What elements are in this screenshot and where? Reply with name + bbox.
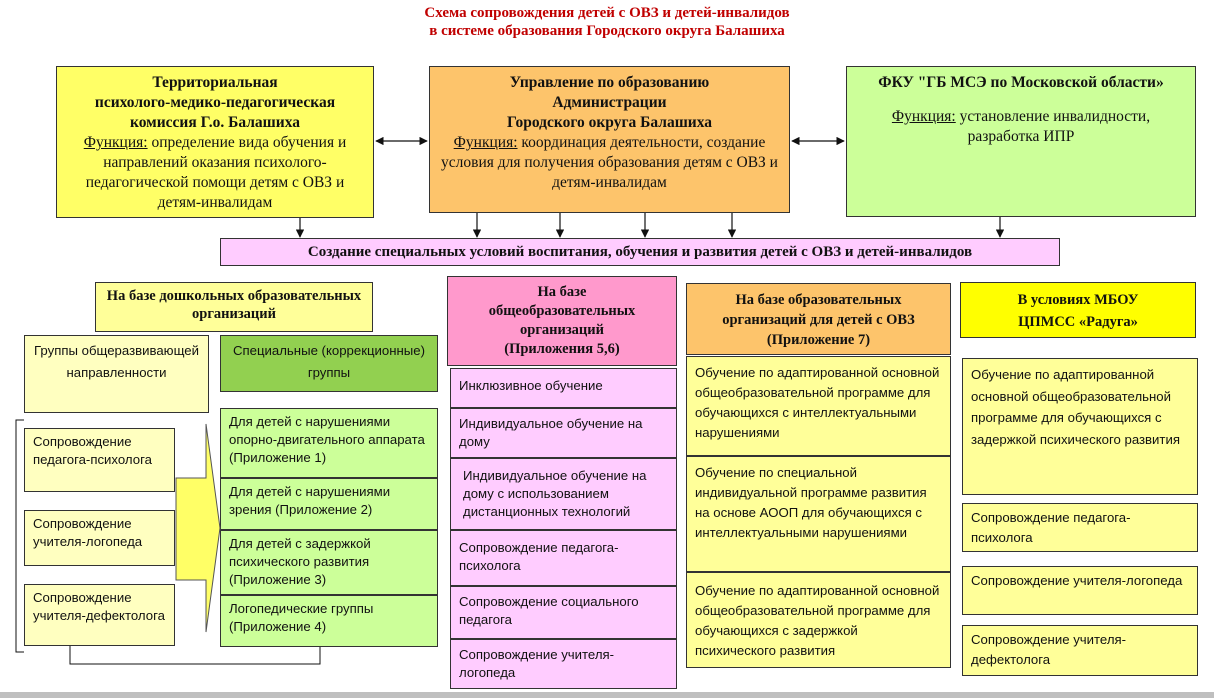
support-bracket bbox=[15, 419, 24, 653]
title-line-1: Схема сопровождения детей с ОВЗ и детей-… bbox=[424, 5, 790, 21]
general-ed-header-4: (Приложения 5,6) bbox=[504, 341, 620, 357]
admin-name-2: Администрации bbox=[552, 94, 667, 111]
ovz-org-header-2: организаций для детей с ОВЗ bbox=[722, 312, 915, 328]
raduga-header: В условиях МБОУ ЦПМСС «Радуга» bbox=[960, 282, 1196, 338]
pmpk-name-2: психолого-медико-педагогическая bbox=[94, 94, 336, 111]
preschool-header: На базе дошкольных образовательных орган… bbox=[95, 282, 373, 332]
admin-box: Управление по образованию Администрации … bbox=[429, 66, 790, 213]
preschool-support-speech: Сопровождение учителя-логопеда bbox=[24, 510, 175, 566]
fku-function: Функция: установление инвалидности, разр… bbox=[855, 107, 1187, 147]
fku-function-label: Функция: bbox=[891, 108, 956, 125]
conditions-banner: Создание специальных условий воспитания,… bbox=[220, 238, 1060, 266]
special-item-zpr: Для детей с задержкой психического разви… bbox=[220, 530, 438, 595]
pmpk-name-3: комиссия Г.о. Балашиха bbox=[129, 114, 300, 131]
diagram-title: Схема сопровождения детей с ОВЗ и детей-… bbox=[0, 4, 1214, 40]
special-item-speech-groups: Логопедические группы (Приложение 4) bbox=[220, 595, 438, 647]
admin-name-3: Городского округа Балашиха bbox=[506, 114, 713, 131]
preschool-bottom-connector bbox=[69, 646, 321, 665]
ovz-org-item-intellectual: Обучение по адаптированной основной обще… bbox=[686, 356, 951, 456]
general-ed-item-speech: Сопровождение учителя-логопеда bbox=[450, 639, 677, 689]
title-line-2: в системе образования Городского округа … bbox=[429, 23, 785, 39]
preschool-support-defectologist: Сопровождение учителя-дефектолога bbox=[24, 584, 175, 646]
raduga-item-program: Обучение по адаптированной основной обще… bbox=[962, 358, 1198, 495]
pmpk-box: Территориальная психолого-медико-педагог… bbox=[56, 66, 374, 218]
ovz-org-header-3: (Приложение 7) bbox=[766, 332, 871, 348]
general-ed-header-3: организаций bbox=[520, 322, 604, 338]
general-ed-header-1: На базе bbox=[537, 284, 587, 300]
special-item-vision: Для детей с нарушениями зрения (Приложен… bbox=[220, 478, 438, 530]
general-ed-item-psychologist: Сопровождение педагога-психолога bbox=[450, 530, 677, 586]
raduga-item-psychologist: Сопровождение педагога-психолога bbox=[962, 503, 1198, 552]
pmpk-function: Функция: определение вида обучения и нап… bbox=[65, 133, 365, 213]
raduga-item-defectologist: Сопровождение учителя-дефектолога bbox=[962, 625, 1198, 676]
general-ed-item-distance: Индивидуальное обучение на дому с исполь… bbox=[450, 458, 677, 530]
fku-function-text: установление инвалидности, разработка ИП… bbox=[955, 108, 1151, 145]
preschool-support-psychologist: Сопровождение педагога-психолога bbox=[24, 428, 175, 492]
general-groups-box: Группы общеразвивающей направленности bbox=[24, 335, 209, 413]
special-item-musculoskeletal: Для детей с нарушениями опорно-двигатель… bbox=[220, 408, 438, 478]
ovz-org-header-1: На базе образовательных bbox=[735, 292, 902, 308]
big-yellow-arrow bbox=[175, 423, 221, 633]
admin-name-1: Управление по образованию bbox=[509, 74, 710, 91]
fku-name: ФКУ "ГБ МСЭ по Московской области» bbox=[878, 74, 1164, 91]
raduga-header-2: ЦПМСС «Радуга» bbox=[1018, 314, 1138, 330]
general-ed-item-social: Сопровождение социального педагога bbox=[450, 586, 677, 639]
pmpk-name-1: Территориальная bbox=[152, 74, 278, 91]
admin-function-label: Функция: bbox=[453, 134, 518, 151]
general-ed-header-2: общеобразовательных bbox=[488, 303, 636, 319]
special-groups-box: Специальные (коррекционные) группы bbox=[220, 335, 438, 392]
general-ed-item-inclusive: Инклюзивное обучение bbox=[450, 368, 677, 408]
ovz-org-item-special-program: Обучение по специальной индивидуальной п… bbox=[686, 456, 951, 572]
raduga-item-speech: Сопровождение учителя-логопеда bbox=[962, 566, 1198, 615]
raduga-header-1: В условиях МБОУ bbox=[1017, 292, 1139, 308]
ovz-org-header: На базе образовательных организаций для … bbox=[686, 283, 951, 355]
fku-box: ФКУ "ГБ МСЭ по Московской области» Функц… bbox=[846, 66, 1196, 217]
general-ed-item-home: Индивидуальное обучение на дому bbox=[450, 408, 677, 458]
pmpk-function-text: определение вида обучения и направлений … bbox=[85, 134, 347, 211]
admin-function: Функция: координация деятельности, созда… bbox=[438, 133, 781, 193]
pmpk-function-label: Функция: bbox=[83, 134, 148, 151]
ovz-org-item-zpr: Обучение по адаптированной основной обще… bbox=[686, 572, 951, 668]
bottom-border bbox=[0, 692, 1214, 698]
general-ed-header: На базе общеобразовательных организаций … bbox=[447, 276, 677, 366]
admin-function-text: координация деятельности, создание услов… bbox=[441, 134, 778, 191]
